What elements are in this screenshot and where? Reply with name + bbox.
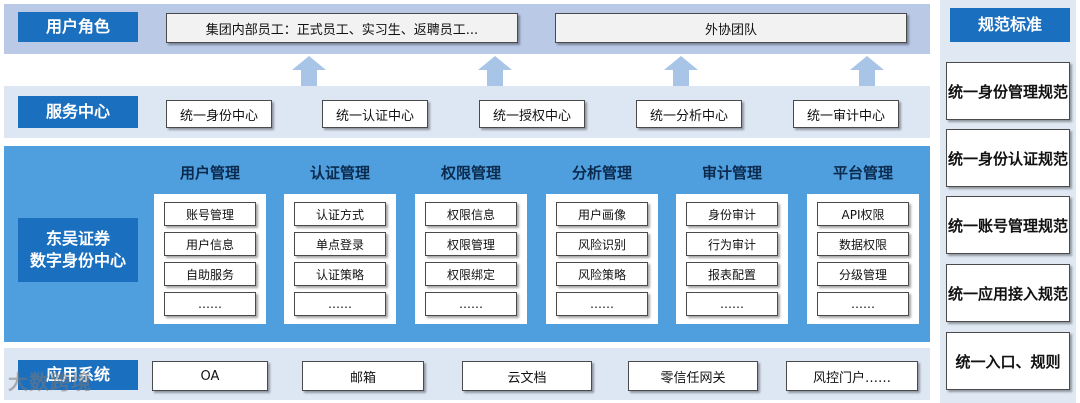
- service-center-auth: 统一认证中心: [322, 100, 428, 128]
- app-mail: 邮箱: [302, 361, 424, 391]
- module-item: 自助服务: [164, 262, 256, 286]
- module-item: ……: [686, 292, 778, 316]
- module-item: ……: [817, 292, 909, 316]
- platform-label-line2: 数字身份中心: [29, 251, 126, 270]
- app-cloud-docs: 云文档: [462, 361, 592, 391]
- module-item: 认证方式: [294, 202, 386, 226]
- up-arrow-icon: [664, 56, 698, 86]
- platform-label-line1: 东吴证券: [45, 229, 110, 248]
- module-item: 用户画像: [556, 202, 648, 226]
- module-title-permission: 权限管理: [440, 164, 501, 182]
- module-panel-permission: 权限信息 权限管理 权限绑定 ……: [415, 194, 527, 324]
- module-item: 分级管理: [817, 262, 909, 286]
- module-item: 权限信息: [425, 202, 517, 226]
- module-item: 用户信息: [164, 232, 256, 256]
- role-external: 外协团队: [555, 13, 907, 43]
- up-arrow-icon: [850, 56, 884, 86]
- module-title-auth: 认证管理: [309, 164, 370, 182]
- watermark: 大数跨境: [8, 370, 92, 394]
- service-center-identity: 统一身份中心: [166, 100, 272, 128]
- module-item: ……: [556, 292, 648, 316]
- role-internal: 集团内部员工：正式员工、实习生、返聘员工...: [166, 13, 518, 43]
- platform-label: 东吴证券 数字身份中心: [18, 218, 138, 282]
- module-item: 权限绑定: [425, 262, 517, 286]
- module-item: ……: [294, 292, 386, 316]
- module-item: 风险策略: [556, 262, 648, 286]
- standards-label: 规范标准: [950, 8, 1070, 42]
- service-center-analysis: 统一分析中心: [636, 100, 742, 128]
- module-item: 权限管理: [425, 232, 517, 256]
- module-item: ……: [425, 292, 517, 316]
- module-panel-auth: 认证方式 单点登录 认证策略 ……: [284, 194, 396, 324]
- app-risk-portal: 风控门户……: [786, 361, 918, 391]
- up-arrow-icon: [478, 56, 512, 86]
- standard-unified-entry: 统一入口、规则: [946, 332, 1070, 390]
- module-panel-analysis: 用户画像 风险识别 风险策略 ……: [546, 194, 658, 324]
- service-center-authorization: 统一授权中心: [479, 100, 585, 128]
- service-label: 服务中心: [18, 96, 138, 128]
- up-arrow-icon: [292, 56, 326, 86]
- module-item: 数据权限: [817, 232, 909, 256]
- module-panel-audit: 身份审计 行为审计 报表配置 ……: [676, 194, 788, 324]
- module-item: 风险识别: [556, 232, 648, 256]
- service-center-audit: 统一审计中心: [793, 100, 899, 128]
- module-item: 认证策略: [294, 262, 386, 286]
- module-item: 行为审计: [686, 232, 778, 256]
- app-zero-trust-gateway: 零信任网关: [628, 361, 758, 391]
- standard-identity-authentication: 统一身份认证规范: [946, 129, 1070, 187]
- module-panel-platform: API权限 数据权限 分级管理 ……: [807, 194, 919, 324]
- module-item: 身份审计: [686, 202, 778, 226]
- module-title-analysis: 分析管理: [571, 164, 632, 182]
- module-item: 账号管理: [164, 202, 256, 226]
- app-label: 应用系统: [18, 360, 138, 390]
- module-item: 报表配置: [686, 262, 778, 286]
- standard-app-access: 统一应用接入规范: [946, 264, 1070, 322]
- module-panel-user: 账号管理 用户信息 自助服务 ……: [154, 194, 266, 324]
- role-label: 用户角色: [18, 12, 138, 42]
- standard-identity-management: 统一身份管理规范: [946, 62, 1070, 120]
- module-title-platform: 平台管理: [832, 164, 893, 182]
- app-oa: OA: [152, 361, 268, 391]
- module-title-user: 用户管理: [179, 164, 240, 182]
- service-band: [4, 86, 930, 138]
- module-item: 单点登录: [294, 232, 386, 256]
- module-title-audit: 审计管理: [701, 164, 762, 182]
- module-item: ……: [164, 292, 256, 316]
- module-item: API权限: [817, 202, 909, 226]
- standard-account-management: 统一账号管理规范: [946, 196, 1070, 254]
